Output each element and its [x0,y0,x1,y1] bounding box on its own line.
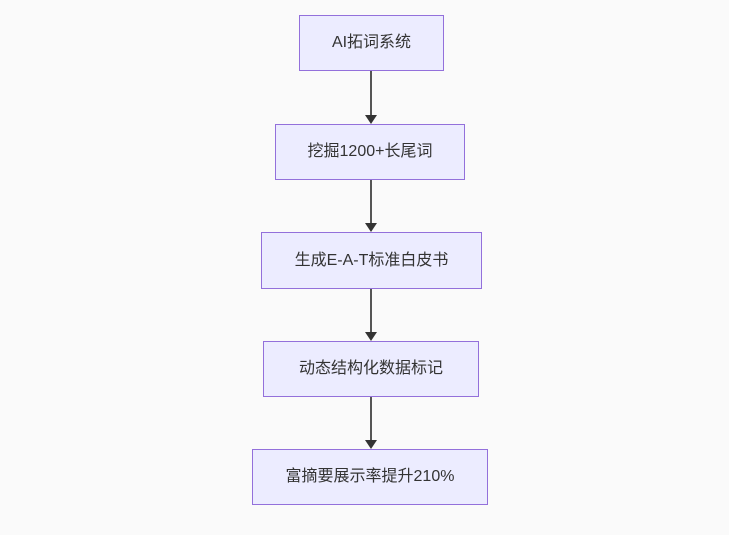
arrow-line [370,289,372,333]
arrow-line [370,180,372,224]
flow-node-ai-word-expansion-system: AI拓词系统 [299,15,444,71]
flow-arrow-2 [365,180,377,232]
arrow-line [370,397,372,441]
flow-node-label: AI拓词系统 [331,34,412,51]
arrow-head-down-icon [365,115,377,124]
arrow-head-down-icon [365,223,377,232]
flow-arrow-4 [365,397,377,449]
flow-node-mine-longtail-keywords: 挖掘1200+长尾词 [275,124,465,180]
flow-node-dynamic-structured-data-markup: 动态结构化数据标记 [263,341,479,397]
flow-arrow-1 [365,71,377,124]
arrow-head-down-icon [365,440,377,449]
arrow-line [370,71,372,116]
flow-arrow-3 [365,289,377,341]
flow-node-label: 动态结构化数据标记 [298,360,443,377]
flow-node-rich-snippet-rate-increase: 富摘要展示率提升210% [252,449,488,505]
flow-node-generate-eat-whitepaper: 生成E-A-T标准白皮书 [261,232,482,289]
flow-node-label: 生成E-A-T标准白皮书 [294,251,449,269]
flow-node-label: 富摘要展示率提升210% [285,468,455,485]
arrow-head-down-icon [365,332,377,341]
flow-node-label: 挖掘1200+长尾词 [307,143,433,160]
